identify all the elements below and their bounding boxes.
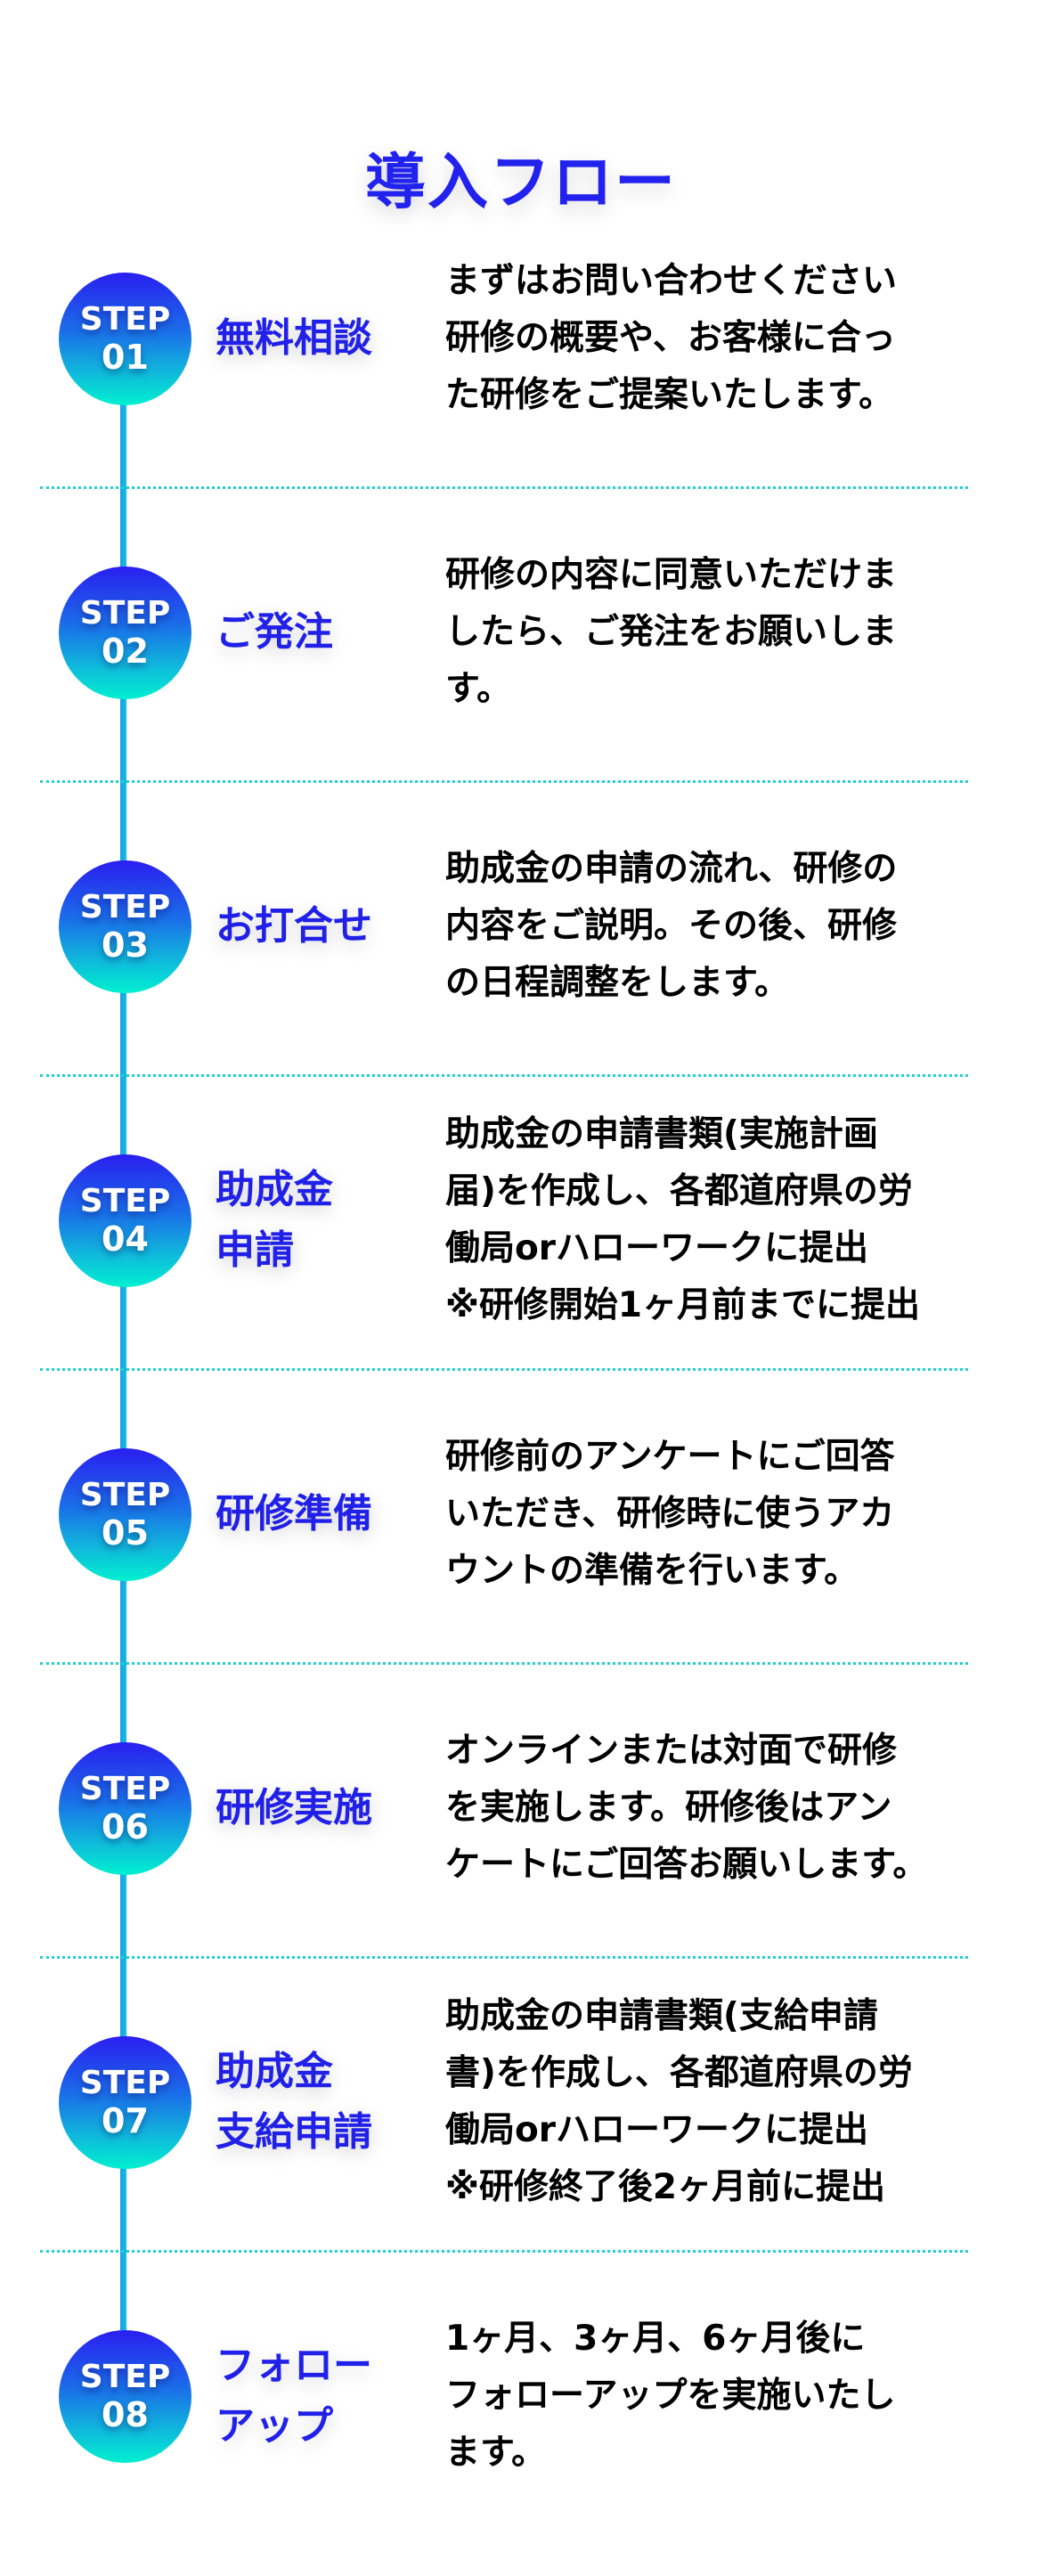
step-description-line: 研修の内容に同意いただけま: [445, 555, 898, 595]
step-description: 助成金の申請書類(支給申請書)を作成し、各都道府県の労働局orハローワークに提出…: [445, 1955, 980, 2249]
step-title-line: アップ: [216, 2403, 333, 2449]
step-badge-label: STEP: [79, 1770, 171, 1807]
step-divider: [40, 780, 968, 783]
step-divider: [40, 486, 968, 489]
step-title-line: 研修準備: [216, 1491, 372, 1537]
step-description: 1ヶ月、3ヶ月、6ヶ月後にフォローアップを実施いたします。: [445, 2249, 980, 2543]
step-description-line: したら、ご発注をお願いしま: [445, 612, 898, 652]
step-description-line: た研修をご提案いたします。: [445, 375, 894, 415]
step-badge-label: STEP: [79, 888, 171, 925]
step-description-line: 助成金の申請書類(支給申請: [445, 1996, 878, 2036]
step-description-line: を実施します。研修後はアン: [445, 1788, 892, 1828]
step-description-line: フォローアップを実施いたし: [445, 2376, 896, 2416]
step-title-line: 申請: [216, 1227, 294, 1273]
step-title-line: フォロー: [216, 2343, 372, 2388]
step-badge-number: 07: [102, 2100, 149, 2140]
step-description: 助成金の申請の流れ、研修の内容をご説明。その後、研修の日程調整をします。: [445, 779, 980, 1073]
step-divider: [40, 2250, 968, 2253]
step-title-line: 研修実施: [216, 1785, 372, 1830]
step-divider: [40, 1662, 968, 1665]
step-badge-label: STEP: [79, 594, 171, 632]
step-description-line: の日程調整をします。: [445, 963, 790, 1003]
step-title-line: 無料相談: [216, 315, 372, 361]
step-title: ご発注: [216, 485, 403, 779]
step-badge-number: 05: [102, 1512, 149, 1553]
step-title: 助成金申請: [216, 1073, 403, 1367]
step-description-line: ケートにご回答お願いします。: [445, 1845, 928, 1885]
step-title-line: 助成金: [216, 1167, 333, 1212]
step-description-line: ※研修開始1ヶ月前までに提出: [445, 1285, 921, 1325]
step-description-line: いただき、研修時に使うアカ: [445, 1494, 895, 1534]
step-badge-number: 01: [102, 337, 149, 377]
step-description-line: ます。: [445, 2433, 547, 2473]
step-title: 研修準備: [216, 1367, 403, 1661]
step-badge-number: 03: [102, 925, 149, 965]
step-badge-number: 02: [102, 631, 149, 671]
step-description-line: ウントの準備を行います。: [445, 1551, 859, 1591]
step-description-line: 届)を作成し、各都道府県の労: [445, 1171, 913, 1211]
step-title-line: 支給申請: [216, 2109, 372, 2155]
step-description-line: 研修前のアンケートにご回答: [445, 1437, 895, 1477]
step-divider: [40, 1956, 968, 1959]
step-description-line: 研修の概要や、お客様に合っ: [445, 318, 896, 358]
step-badge-number: 06: [102, 1806, 149, 1846]
step-description: 研修の内容に同意いただけましたら、ご発注をお願いします。: [445, 485, 980, 779]
step-description-line: 助成金の申請の流れ、研修の: [445, 849, 898, 889]
step-title-line: 助成金: [216, 2049, 333, 2094]
step-badge-label: STEP: [79, 300, 171, 338]
timeline-line: [120, 338, 126, 2330]
step-divider: [40, 1368, 968, 1371]
step-description: オンラインまたは対面で研修を実施します。研修後はアンケートにご回答お願いします。: [445, 1661, 980, 1955]
step-title-line: ご発注: [216, 609, 333, 655]
step-description-line: 1ヶ月、3ヶ月、6ヶ月後に: [445, 2319, 866, 2359]
step-badge-number: 08: [102, 2394, 149, 2434]
step-title: 助成金支給申請: [216, 1955, 403, 2249]
step-description-line: オンラインまたは対面で研修: [445, 1731, 898, 1771]
step-divider: [40, 1074, 968, 1077]
step-description-line: ※研修終了後2ヶ月前に提出: [445, 2167, 886, 2207]
step-title: フォローアップ: [216, 2249, 403, 2543]
step-description-line: 内容をご説明。その後、研修: [445, 906, 898, 946]
step-title: お打合せ: [216, 779, 403, 1073]
step-title-line: お打合せ: [216, 903, 372, 949]
step-description-line: 働局orハローワークに提出: [445, 1228, 869, 1268]
step-badge-number: 04: [102, 1219, 149, 1259]
step-badge-label: STEP: [79, 1182, 171, 1219]
step-description-line: 助成金の申請書類(実施計画: [445, 1114, 878, 1154]
step-description: 助成金の申請書類(実施計画届)を作成し、各都道府県の労働局orハローワークに提出…: [445, 1073, 980, 1367]
step-description-line: 書)を作成し、各都道府県の労: [445, 2053, 913, 2093]
step-description-line: す。: [445, 669, 512, 709]
step-description: まずはお問い合わせください研修の概要や、お客様に合った研修をご提案いたします。: [445, 192, 980, 485]
step-title: 無料相談: [216, 192, 403, 485]
step-badge-label: STEP: [79, 2064, 171, 2101]
step-description-line: まずはお問い合わせください: [445, 261, 898, 301]
step-badge-label: STEP: [79, 1476, 171, 1513]
step-badge-label: STEP: [79, 2358, 171, 2395]
step-description-line: 働局orハローワークに提出: [445, 2110, 869, 2150]
step-description: 研修前のアンケートにご回答いただき、研修時に使うアカウントの準備を行います。: [445, 1367, 980, 1661]
page-title: 導入フロー: [364, 147, 677, 218]
step-title: 研修実施: [216, 1661, 403, 1955]
